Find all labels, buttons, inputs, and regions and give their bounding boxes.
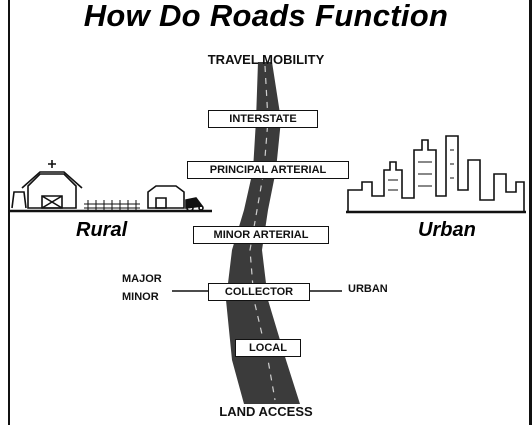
road-center-line xyxy=(249,65,276,401)
collector-box: COLLECTOR xyxy=(208,283,310,301)
principal-arterial-box: PRINCIPAL ARTERIAL xyxy=(187,161,349,179)
minor-label: MINOR xyxy=(122,291,159,303)
local-box: LOCAL xyxy=(235,339,301,357)
urban-collector-label: URBAN xyxy=(348,283,388,295)
left-border xyxy=(8,0,10,425)
right-border xyxy=(529,0,532,425)
urban-label: Urban xyxy=(418,219,476,241)
city-skyline-icon xyxy=(346,135,526,214)
travel-mobility-label: TRAVEL MOBILITY xyxy=(207,52,325,67)
rural-label: Rural xyxy=(76,219,128,241)
page-title: How Do Roads Function xyxy=(83,0,449,33)
interstate-box: INTERSTATE xyxy=(208,110,318,128)
minor-arterial-box: MINOR ARTERIAL xyxy=(193,226,329,244)
major-label: MAJOR xyxy=(122,273,162,285)
farm-icon xyxy=(10,160,212,213)
land-access-label: LAND ACCESS xyxy=(219,404,313,419)
